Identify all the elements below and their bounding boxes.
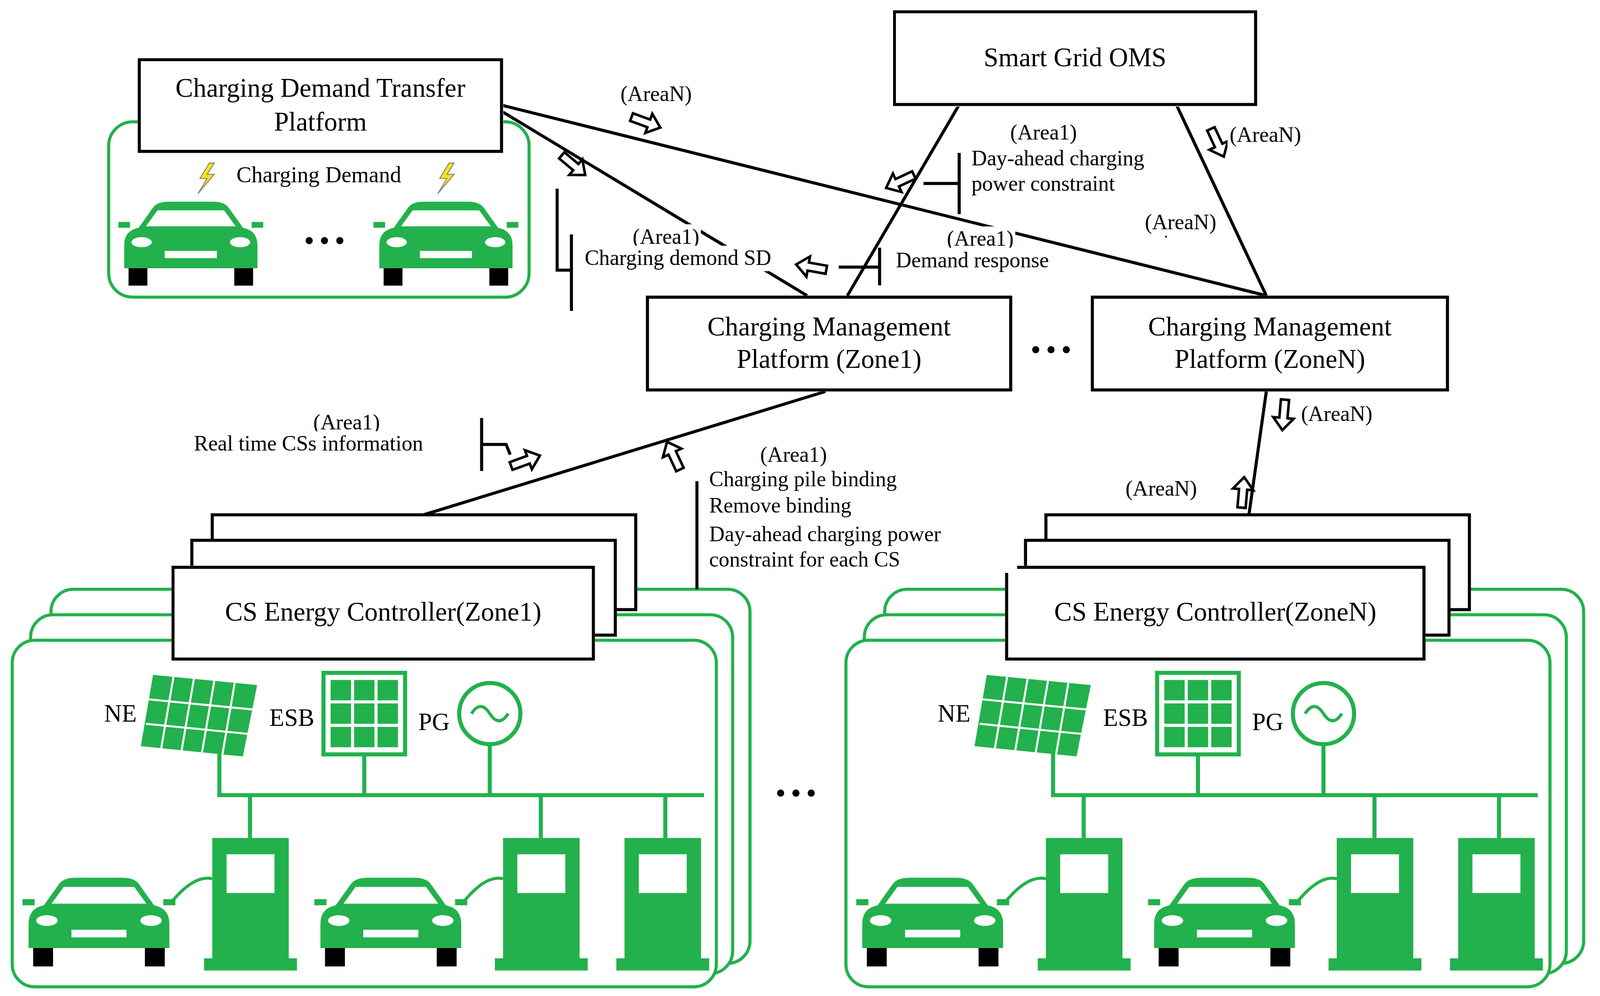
platform-box: Charging Management Platform (ZoneN): [1090, 295, 1450, 392]
annotation-label: (Area1): [758, 442, 829, 469]
controller-box: CS Energy Controller(Zone1): [171, 565, 596, 661]
connector: [502, 105, 1267, 297]
annotation-label: (AreaN): [1142, 210, 1219, 236]
node-text: Charging Demand Transfer Platform: [150, 72, 490, 139]
annotation-label: ESB: [1100, 703, 1150, 733]
node-text: Charging Management Platform (Zone1): [658, 310, 999, 377]
annotation-label: Demand response: [894, 247, 1051, 274]
annotation-label: Charging demond SD: [582, 245, 781, 272]
flow-arrow: [794, 254, 829, 280]
connector: [502, 112, 808, 297]
annotation-label: (AreaN): [1123, 476, 1200, 502]
node-text: Charging Demand: [109, 162, 528, 189]
platform-box: Charging Management Platform (Zone1): [645, 295, 1012, 392]
node-text: Smart Grid OMS: [983, 41, 1167, 75]
flow-arrow: [507, 446, 544, 476]
annotation-label: (AreaN): [1299, 401, 1375, 428]
annotation-label: PG: [1249, 707, 1286, 738]
annotation-label: (AreaN): [1227, 122, 1304, 149]
annotation-label: (AreaN): [618, 81, 695, 108]
controller-box: CS Energy Controller(ZoneN): [1004, 565, 1426, 661]
charging-station-zonen: [846, 515, 1585, 988]
lightning-icon: [437, 163, 455, 194]
flow-arrow: [555, 147, 592, 183]
flow-arrow: [627, 107, 664, 138]
annotation-label: NE: [101, 699, 139, 730]
connector: [1248, 391, 1267, 516]
annotation-label: ESB: [267, 703, 317, 733]
annotation-label: Day-ahead charging power constraint: [969, 145, 1193, 197]
annotation-label: Remove binding: [706, 493, 854, 520]
platform-box: Charging Demand Transfer Platform: [137, 58, 503, 154]
annotation-label: Charging pile binding: [706, 467, 899, 494]
annotation-label: (Area1): [1008, 120, 1079, 147]
ev-car: [118, 201, 264, 286]
annotation-label: PG: [416, 707, 452, 738]
charging-station-zone1: [12, 515, 751, 988]
annotation-label: NE: [935, 699, 973, 730]
lightning-icon: [197, 163, 215, 194]
annotation-label: Real time CSs information: [191, 431, 425, 458]
ellipsis-dots: [305, 237, 1070, 798]
ev-car: [373, 201, 519, 286]
oms-box: Smart Grid OMS: [893, 10, 1258, 107]
node-text: Charging Management Platform (ZoneN): [1104, 310, 1436, 377]
flow-arrow: [1272, 399, 1296, 432]
node-text: CS Energy Controller(Zone1): [225, 596, 542, 631]
annotation-label: Day-ahead charging power constraint for …: [706, 522, 1018, 574]
node-text: CS Energy Controller(ZoneN): [1054, 596, 1377, 631]
